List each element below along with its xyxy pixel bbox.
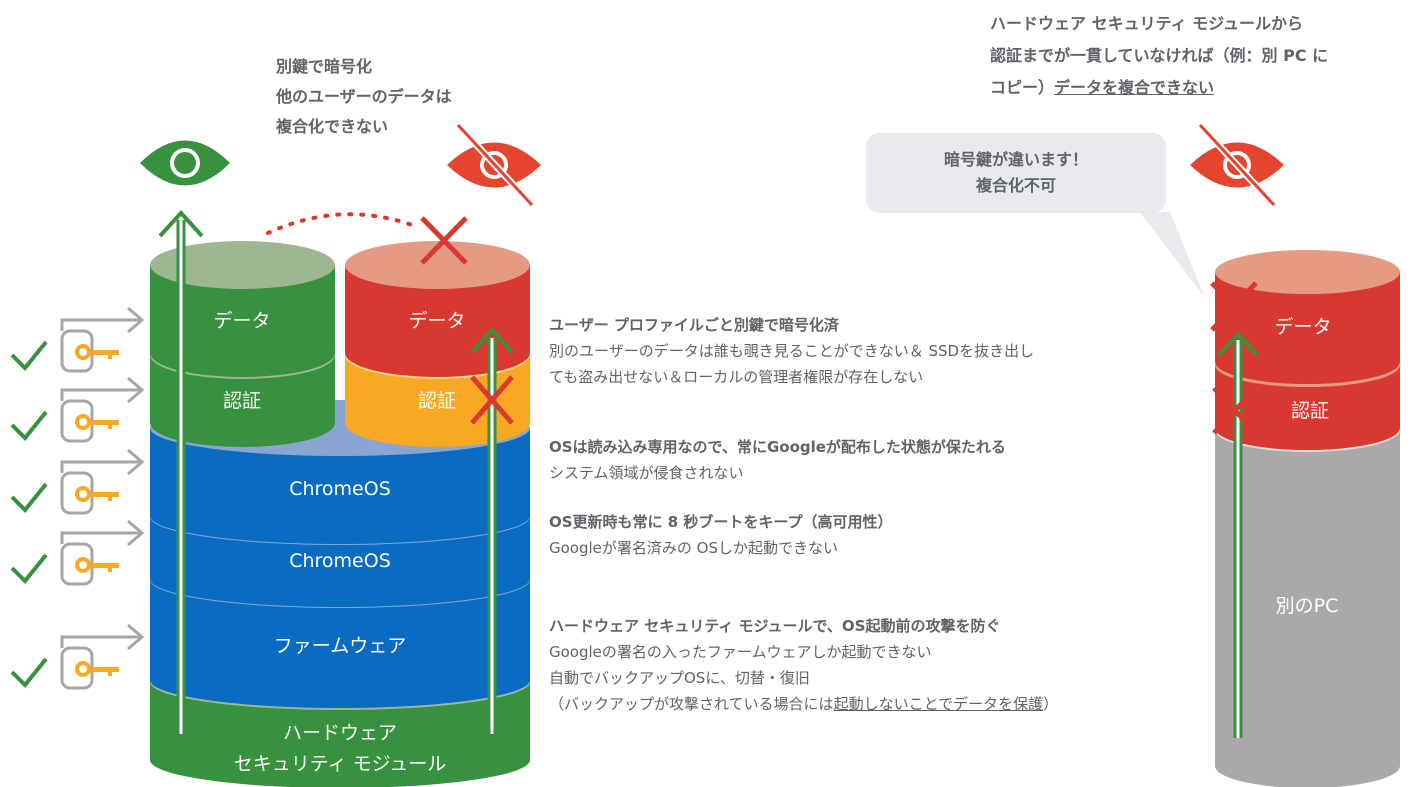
attack-arrow-center [470,327,514,734]
key-icon [75,661,119,677]
eye-slash-icon [447,122,541,208]
verified-boot-arrow-left [158,210,204,734]
check-key-row-1 [10,306,145,373]
profile-description: ユーザー プロファイルごと別鍵で暗号化済 別のユーザーのデータは誰も覗き見ること… [549,312,1189,390]
key-icon [75,344,119,360]
check-icon [10,340,48,371]
consistency-line-3: コピー）データを複合できない [990,78,1215,97]
eye-slash-icon [1190,122,1284,208]
profile-heading: ユーザー プロファイルごと別鍵で暗号化済 [549,316,839,334]
check-icon [10,410,48,441]
consistency-note: ハードウェア セキュリティ モジュールから 認証までが一貫していなければ（例：別… [990,8,1328,104]
cross-icon [1210,281,1258,332]
other-pc-auth-label: 認証 [1291,400,1329,422]
note-line-3: 複合化できない [276,117,389,136]
cross-icon [470,375,514,425]
user-b-data-layer [345,241,530,377]
hsm-protect-link: 起動しないことでデータを保護 [833,695,1044,713]
readonly-description: OSは読み込み専用なので、常にGoogleが配布した状態が保たれる システム領域… [549,434,1189,486]
user-b-auth-label: 認証 [418,390,456,412]
separate-key-note: 別鍵で暗号化 他のユーザーのデータは 複合化できない [276,52,452,142]
update-description: OS更新時も常に 8 秒ブートをキープ（高可用性） Googleが署名済みの O… [549,509,1189,561]
firmware-label: ファームウェア [274,635,406,657]
check-key-row-3 [10,448,145,515]
check-icon [10,657,48,688]
dotted-connection [266,212,414,235]
bubble-line-1: 暗号鍵が違います！ [943,150,1088,169]
chromeos-1-label: ChromeOS [289,478,391,500]
check-key-row-5 [10,623,145,690]
key-icon [75,414,119,430]
check-key-row-2 [10,376,145,443]
check-icon [10,553,48,584]
hsm-label-line2: セキュリティ モジュール [234,753,447,775]
note-line-1: 別鍵で暗号化 [276,57,373,76]
hsm-label-line1: ハードウェア [283,722,397,744]
other-pc-data-layer [1215,250,1400,384]
other-pc-label: 別のPC [1276,595,1339,617]
check-key-row-4 [10,519,145,586]
note-line-2: 他のユーザーのデータは [276,87,452,106]
readonly-heading: OSは読み込み専用なので、常にGoogleが配布した状態が保たれる [549,438,1006,456]
bubble-line-2: 複合化不可 [975,176,1056,195]
cross-icon [420,216,468,265]
eye-icon [140,140,230,186]
consistency-link: データを複合できない [1054,78,1215,97]
key-icon [75,557,119,573]
consistency-line-1: ハードウェア セキュリティ モジュールから [990,14,1304,33]
hsm-description: ハードウェア セキュリティ モジュールで、OS起動前の攻撃を防ぐ Googleの… [549,613,1189,717]
user-a-data-label: データ [213,310,270,332]
hsm-heading: ハードウェア セキュリティ モジュールで、OS起動前の攻撃を防ぐ [549,617,1001,635]
check-icon [10,482,48,513]
consistency-line-2: 認証までが一貫していなければ（例：別 PC に [990,46,1329,65]
cross-icon [1212,386,1258,435]
user-a-auth-label: 認証 [223,390,261,412]
bubble-tail [1140,212,1205,298]
error-bubble: 暗号鍵が違います！ 複合化不可 [866,133,1166,213]
update-heading: OS更新時も常に 8 秒ブートをキープ（高可用性） [549,513,893,531]
chromeos-2-label: ChromeOS [289,550,391,572]
key-icon [75,486,119,502]
other-pc-data-label: データ [1274,316,1331,338]
user-b-data-label: データ [408,310,465,332]
